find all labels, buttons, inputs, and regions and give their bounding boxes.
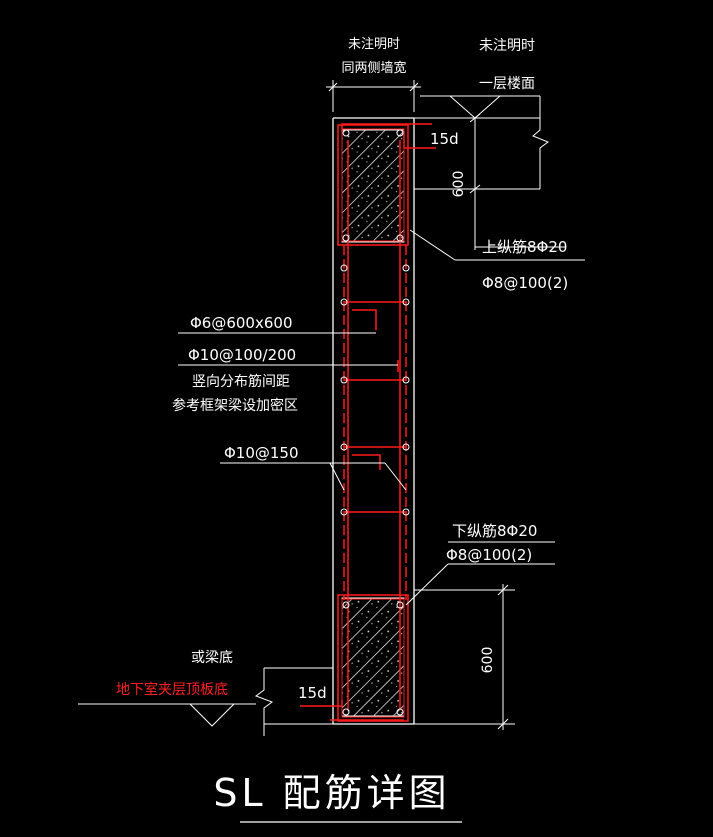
bottom-stirrup-label: Φ8@100(2) <box>446 546 532 564</box>
top-callout-leaders <box>409 229 585 261</box>
level-note-line1: 未注明时 <box>479 38 535 54</box>
top-level-symbol <box>414 95 550 250</box>
horizontal-bar-label: Φ10@100/200 <box>188 346 296 364</box>
drawing-title: SL 配筋详图 <box>213 771 450 815</box>
top-concrete-zone <box>341 129 405 243</box>
bottom-callout-leaders <box>405 541 555 606</box>
wall-outline <box>332 117 415 725</box>
tie-label: Φ6@600x600 <box>190 314 293 332</box>
bottom-anchor-length: 15d <box>298 684 327 702</box>
vertical-note-line1: 竖向分布筋间距 <box>192 373 290 390</box>
left-callout-leaders <box>178 332 407 491</box>
top-height-dimension <box>469 113 481 194</box>
bottom-height-value: 600 <box>480 647 496 674</box>
bottom-long-bar-label: 下纵筋8Φ20 <box>452 522 537 540</box>
level-note-line2: 一层楼面 <box>479 76 535 92</box>
width-note-line2: 同两侧墙宽 <box>341 60 406 76</box>
bottom-note-line2: 地下室夹层顶板底 <box>116 681 228 698</box>
top-stirrup-label: Φ8@100(2) <box>482 274 568 292</box>
vertical-bar-label: Φ10@150 <box>224 444 299 462</box>
top-height-value: 600 <box>451 171 467 198</box>
rebar-group <box>300 123 436 722</box>
bottom-concrete-zone <box>341 597 405 717</box>
bottom-height-dimension <box>414 584 515 730</box>
rebar-dots <box>340 129 410 716</box>
bottom-level-symbol <box>78 667 333 736</box>
width-note-line1: 未注明时 <box>348 37 400 52</box>
top-anchor-length: 15d <box>430 130 459 148</box>
top-long-bar-label: 上纵筋8Φ20 <box>482 238 567 256</box>
width-dimension <box>326 80 421 112</box>
vertical-note-line2: 参考框架梁设加密区 <box>172 397 298 414</box>
bottom-note-line1: 或梁底 <box>191 650 233 666</box>
